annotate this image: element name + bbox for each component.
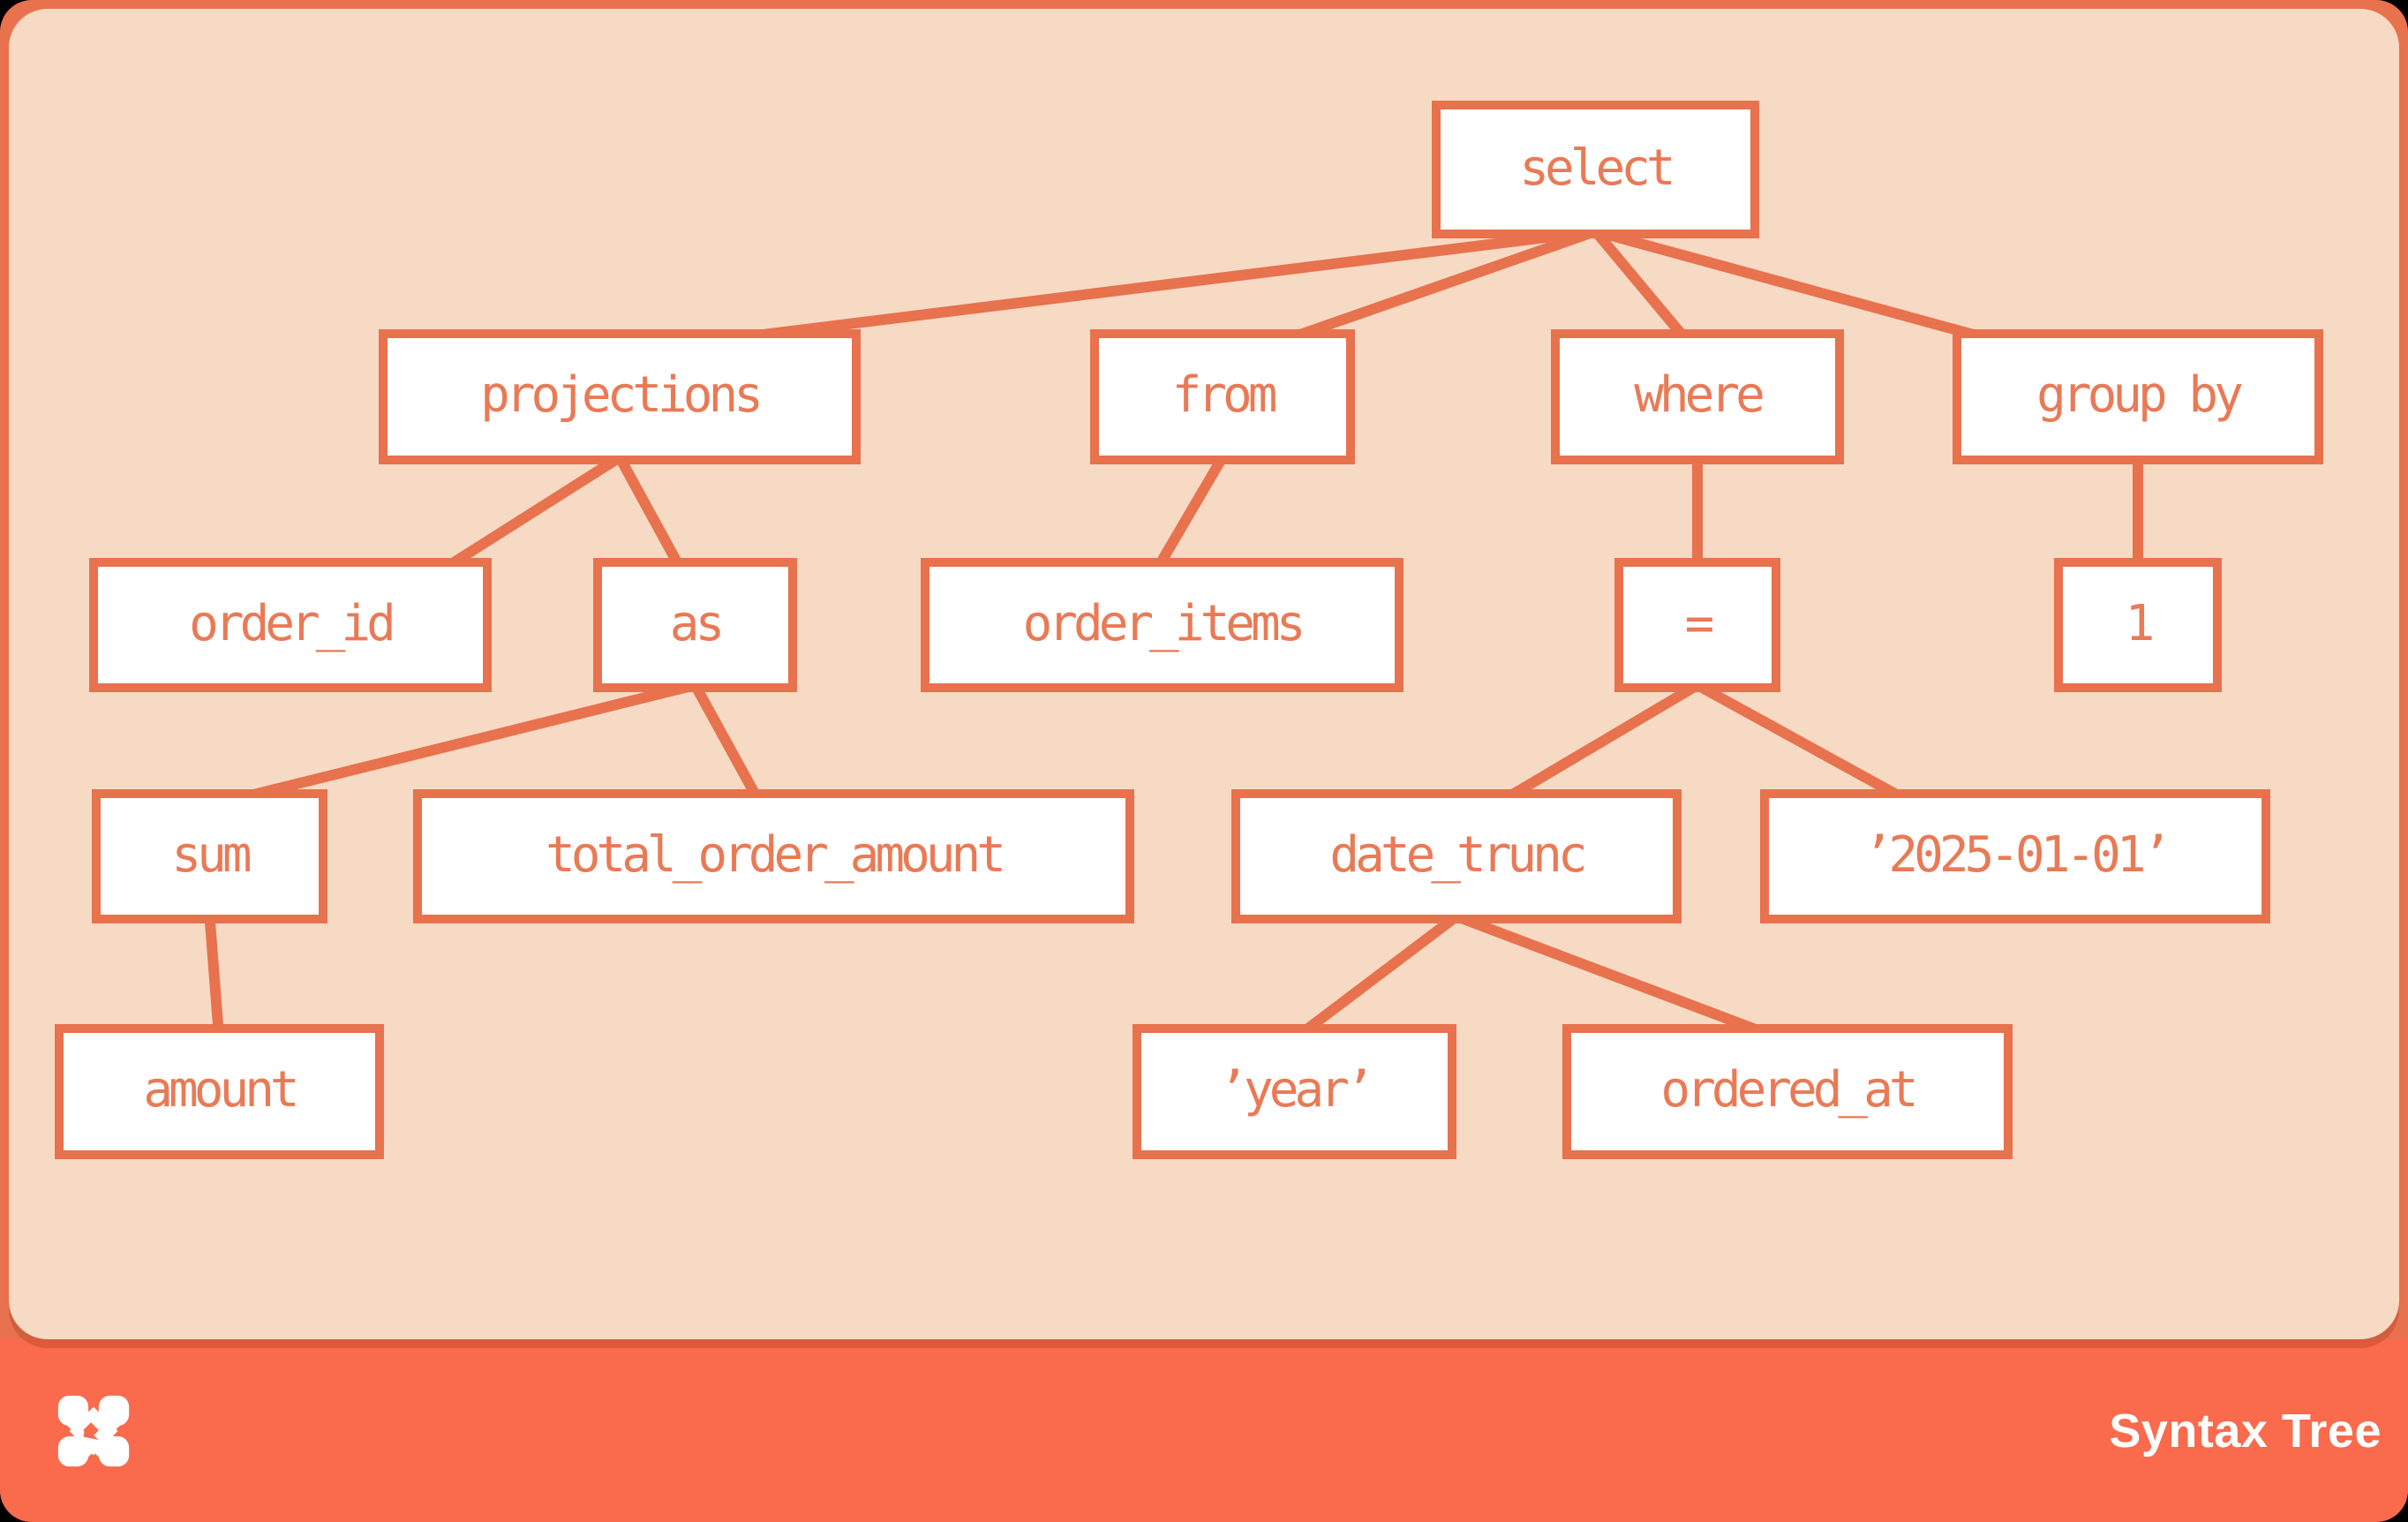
tree-edge-select-projections (705, 226, 1597, 347)
tree-node-year_literal: ’year’ (1133, 1024, 1456, 1159)
tree-node-group_by: group by (1953, 329, 2323, 464)
tree-edge-as-sum (223, 680, 696, 807)
tree-node-sum: sum (92, 789, 327, 923)
tree-node-where: where (1551, 329, 1844, 464)
node-label: amount (143, 1061, 299, 1119)
tree-edge-select-from (1278, 226, 1598, 347)
tree-edge-date_trunc-ordered_at (1454, 911, 1777, 1042)
tree-edge-select-group_by (1593, 226, 2001, 347)
node-label: group by (2036, 366, 2244, 424)
node-label: order_id (189, 594, 396, 652)
brand-title: Syntax Tree (2109, 1404, 2382, 1458)
tree-node-from: from (1090, 329, 1355, 464)
node-label: from (1171, 366, 1278, 424)
tree-edge-projections-as (614, 455, 687, 573)
tree-node-eq: = (1614, 558, 1780, 692)
tree-edge-eq-date_literal (1695, 680, 1912, 807)
tree-node-order_items: order_items (921, 558, 1403, 692)
node-label: order_items (1022, 594, 1306, 652)
tree-edge-date_trunc-year_literal (1294, 912, 1460, 1041)
tree-node-ordered_at: ordered_at (1562, 1024, 2013, 1159)
tree-node-one: 1 (2054, 558, 2222, 692)
tree-edge-projections-order_id (438, 452, 623, 576)
node-label: 1 (2125, 594, 2156, 652)
node-label: ordered_at (1660, 1061, 1918, 1119)
node-label: total_order_amount (546, 825, 1006, 884)
tree-node-total_order_amount: total_order_amount (413, 789, 1134, 923)
tree-node-order_id: order_id (89, 558, 492, 692)
tree-edge-eq-date_trunc (1497, 680, 1701, 807)
tree-edge-as-total_order_amount (690, 682, 764, 804)
node-label: projections (480, 366, 764, 424)
tree-node-amount: amount (55, 1024, 384, 1159)
tree-node-date_literal: ’2025-01-01’ (1760, 789, 2270, 923)
tree-node-projections: projections (379, 329, 861, 464)
node-label: date_trunc (1329, 825, 1587, 884)
node-label: select (1519, 139, 1675, 197)
node-label: = (1684, 594, 1715, 652)
node-label: ’2025-01-01’ (1862, 825, 2172, 884)
node-label: ’year’ (1218, 1061, 1374, 1119)
tree-edge-select-where (1591, 228, 1692, 345)
tree-edge-from-order_items (1151, 454, 1228, 574)
node-label: as (669, 594, 725, 652)
dbt-logo-icon (57, 1395, 130, 1467)
node-label: where (1634, 366, 1765, 424)
node-label: sum (171, 825, 252, 884)
tree-node-as: as (593, 558, 797, 692)
tree-edge-sum-amount (204, 915, 224, 1037)
footer-bar: Syntax Tree (0, 1339, 2408, 1522)
tree-node-select: select (1432, 101, 1759, 238)
tree-node-date_trunc: date_trunc (1231, 789, 1682, 923)
